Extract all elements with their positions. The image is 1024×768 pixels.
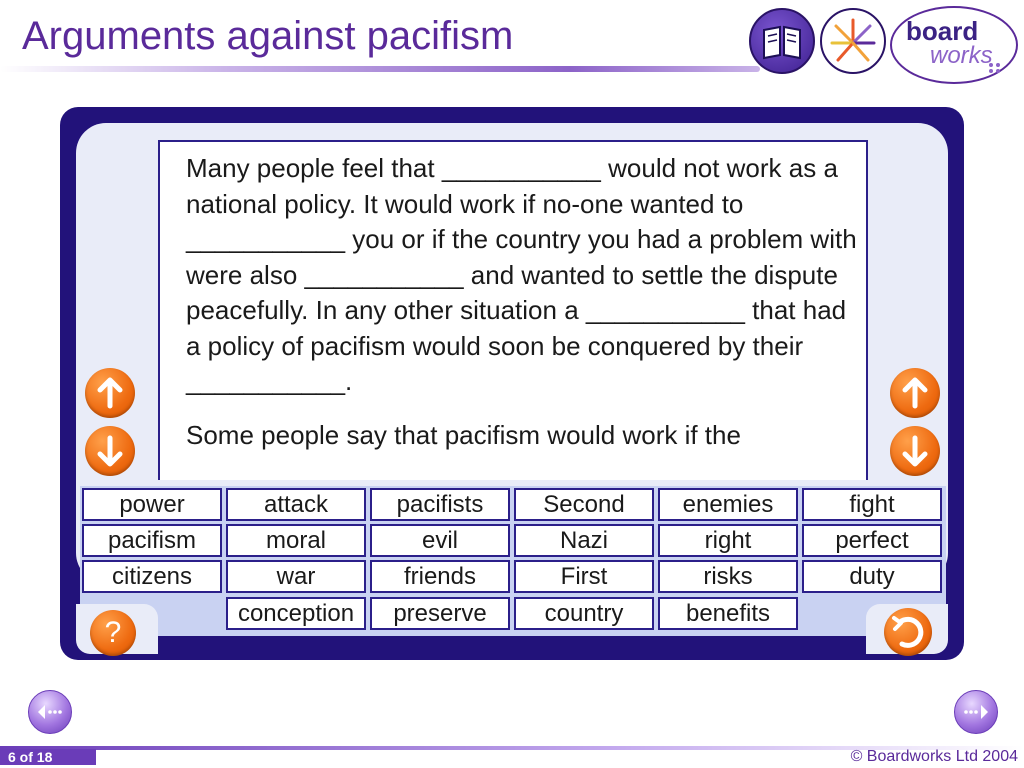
arrow-right-icon: [964, 705, 988, 719]
slide-title: Arguments against pacifism: [22, 14, 514, 58]
question-mark-icon: ?: [104, 616, 122, 649]
passage-paragraph: Many people feel that ___________ would …: [186, 153, 857, 396]
scroll-up-button-left[interactable]: [85, 368, 135, 418]
help-button[interactable]: ?: [90, 610, 136, 656]
next-slide-button[interactable]: [954, 690, 998, 734]
word-tile[interactable]: evil: [370, 524, 510, 557]
previous-slide-button[interactable]: [28, 690, 72, 734]
logo-dots-icon: [989, 63, 1000, 73]
word-tile[interactable]: Nazi: [514, 524, 654, 557]
word-tile[interactable]: preserve: [370, 597, 510, 630]
word-tile[interactable]: perfect: [802, 524, 942, 557]
word-tile[interactable]: pacifists: [370, 488, 510, 521]
word-tile[interactable]: benefits: [658, 597, 798, 630]
arrow-up-icon: [902, 377, 928, 409]
word-tile[interactable]: Second: [514, 488, 654, 521]
word-bank: [80, 486, 946, 636]
slide-counter: 6 of 18: [0, 749, 96, 765]
word-tile[interactable]: attack: [226, 488, 366, 521]
copyright-notice: © Boardworks Ltd 2004: [850, 748, 1018, 765]
word-tile[interactable]: citizens: [82, 560, 222, 593]
word-tile[interactable]: fight: [802, 488, 942, 521]
passage-paragraph: Some people say that pacifism would work…: [186, 419, 741, 450]
cloze-passage: Many people feel that ___________ would …: [186, 151, 858, 471]
word-tile[interactable]: war: [226, 560, 366, 593]
word-tile[interactable]: risks: [658, 560, 798, 593]
logo-word-board: board: [906, 16, 979, 46]
arrow-left-icon: [38, 705, 62, 719]
word-tile[interactable]: enemies: [658, 488, 798, 521]
arrow-down-icon: [902, 435, 928, 467]
undo-icon: [892, 616, 924, 648]
scroll-down-button-left[interactable]: [85, 426, 135, 476]
word-tile[interactable]: conception: [226, 597, 366, 630]
scroll-up-button-right[interactable]: [890, 368, 940, 418]
word-tile[interactable]: pacifism: [82, 524, 222, 557]
book-icon[interactable]: [749, 8, 815, 74]
scroll-down-button-right[interactable]: [890, 426, 940, 476]
title-underline: [0, 66, 760, 72]
word-tile[interactable]: duty: [802, 560, 942, 593]
arrow-up-icon: [97, 377, 123, 409]
logo-word-works: works: [930, 42, 993, 69]
word-tile[interactable]: moral: [226, 524, 366, 557]
arrow-down-icon: [97, 435, 123, 467]
boardworks-logo: board works: [890, 6, 1018, 84]
passage-scroll-area[interactable]: Many people feel that ___________ would …: [158, 140, 868, 480]
word-tile[interactable]: friends: [370, 560, 510, 593]
lightbulb-rays-icon[interactable]: [820, 8, 886, 74]
word-tile[interactable]: First: [514, 560, 654, 593]
word-tile[interactable]: power: [82, 488, 222, 521]
word-tile[interactable]: right: [658, 524, 798, 557]
word-tile[interactable]: country: [514, 597, 654, 630]
footer-divider: [0, 746, 1024, 750]
reset-button[interactable]: [884, 608, 932, 656]
